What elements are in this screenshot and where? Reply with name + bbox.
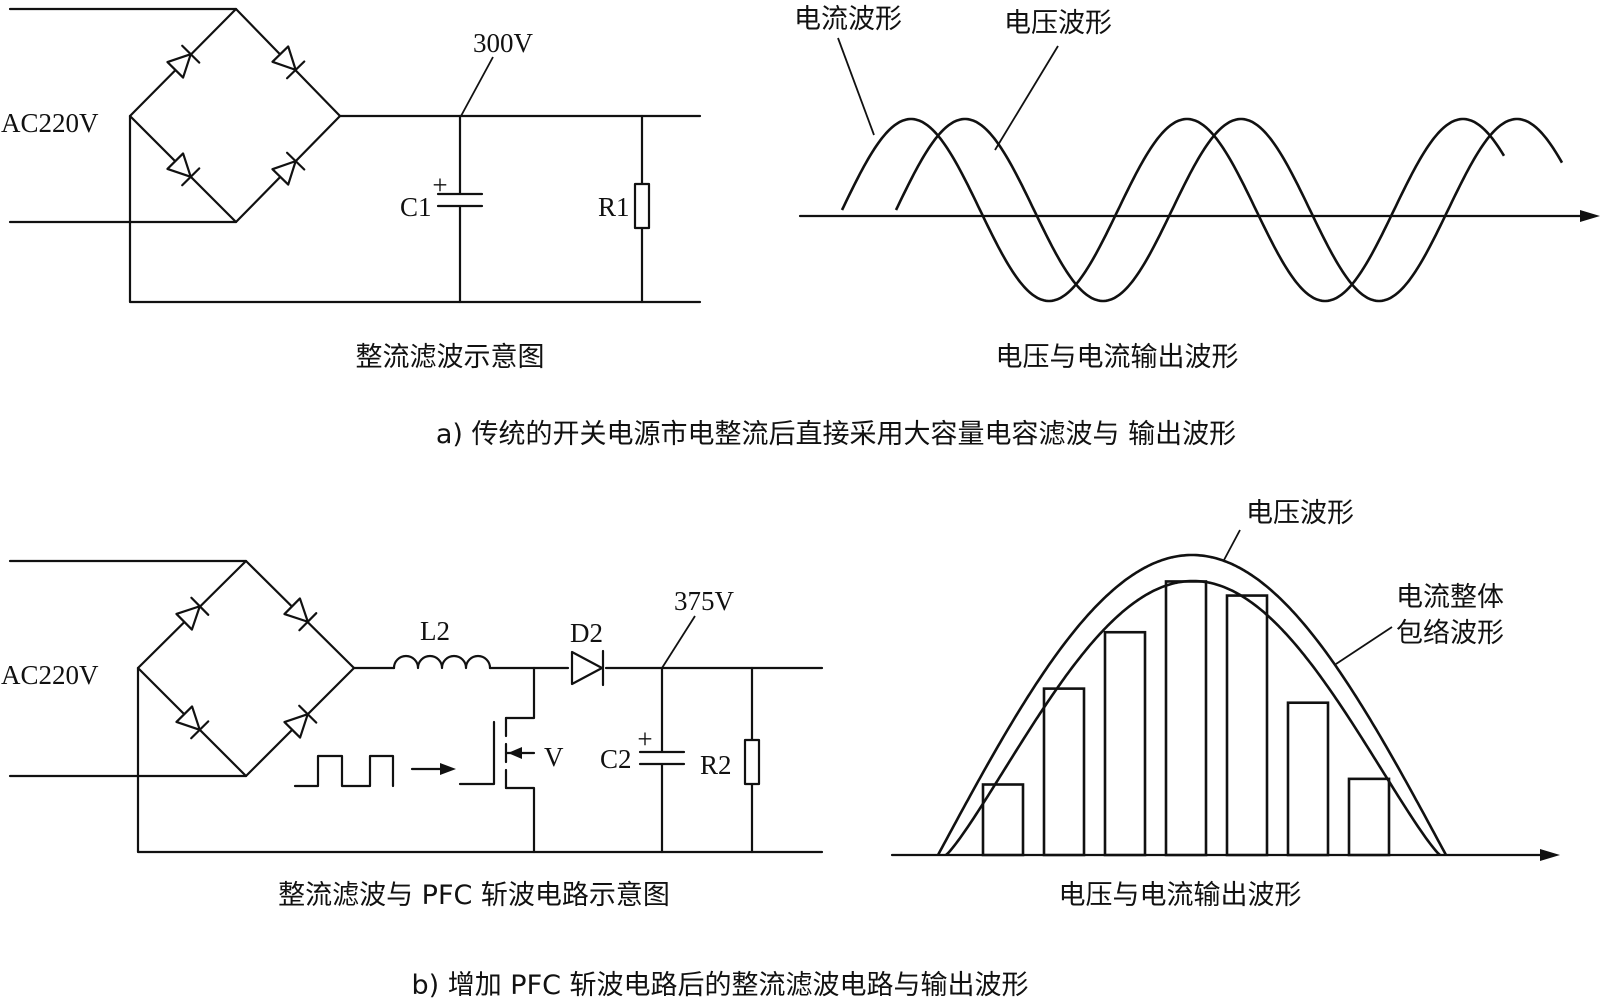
resistor-r2-body [743, 738, 761, 786]
capacitor-c2 [638, 666, 686, 854]
resistor-r1-label: R1 [598, 192, 630, 222]
bridge-diode-b2 [283, 597, 318, 632]
voltage-waveform-a [894, 117, 1564, 303]
current-bars-b [981, 580, 1391, 857]
mosfet-v-label: V [544, 742, 564, 772]
mosfet-v [458, 666, 536, 854]
circuit-caption-b: 整流滤波与 PFC 斩波电路示意图 [278, 880, 670, 911]
circuit-a: + C1 R1 300V AC220V 整流滤波示意图 [1, 7, 702, 373]
axis-arrow-b [1540, 849, 1560, 861]
voltage-waveform-b [936, 553, 1448, 856]
node-voltage-a: 300V [473, 28, 534, 58]
node-voltage-leader-a [460, 56, 494, 117]
capacitor-c1 [436, 114, 484, 304]
gate-pulse-signal [293, 754, 395, 788]
inductor-l2 [392, 654, 492, 670]
envelope-label-line2-b: 包络波形 [1396, 618, 1504, 649]
diode-d2 [570, 649, 605, 687]
bridge-diode-b3 [175, 705, 210, 740]
node-voltage-b: 375V [674, 586, 735, 616]
capacitor-c1-label: C1 [400, 192, 432, 222]
circuit-caption-a: 整流滤波示意图 [356, 342, 545, 373]
waveform-a: 电流波形 电压波形 电压与电流输出波形 [794, 4, 1600, 373]
waveform-caption-b: 电压与电流输出波形 [1059, 880, 1302, 911]
bridge-diode-b4 [283, 704, 318, 739]
bridge-rectifier-b [136, 559, 356, 778]
capacitor-c2-polarity: + [637, 724, 652, 754]
current-bar [1347, 777, 1391, 857]
bridge-rectifier-a [128, 7, 342, 224]
input-label-b: AC220V [1, 660, 99, 690]
current-bar [1042, 687, 1086, 857]
voltage-waveform-label-a: 电压波形 [1004, 8, 1112, 39]
resistor-r1-body [633, 182, 651, 230]
current-waveform-label-a: 电流波形 [794, 4, 902, 35]
voltage-label-leader-a [994, 45, 1059, 151]
inductor-l2-label: L2 [420, 616, 450, 646]
gate-signal-arrowhead [440, 763, 456, 775]
negative-rail-b [136, 666, 824, 854]
resistor-r2-label: R2 [700, 750, 732, 780]
negative-rail-a [128, 114, 702, 304]
voltage-waveform-label-b: 电压波形 [1246, 498, 1354, 529]
node-voltage-leader-b [661, 615, 696, 669]
waveform-b: 电压波形 电流整体 包络波形 电压与电流输出波形 [890, 498, 1560, 911]
current-bar [1225, 594, 1269, 857]
waveform-caption-a: 电压与电流输出波形 [996, 342, 1239, 373]
current-bar [1164, 580, 1208, 857]
figure-caption-b: b) 增加 PFC 斩波电路后的整流滤波电路与输出波形 [411, 970, 1028, 1001]
current-envelope-b [945, 579, 1441, 856]
current-label-leader-a [837, 37, 875, 136]
envelope-label-line1-b: 电流整体 [1396, 582, 1504, 613]
input-label-a: AC220V [1, 108, 99, 138]
current-waveform-a [840, 117, 1506, 303]
current-bar [1103, 630, 1147, 857]
circuit-b: L2 D2 375V V + C2 R2 AC220V 整 [1, 559, 824, 911]
bridge-diode-b1 [175, 596, 210, 631]
diode-d2-label: D2 [570, 618, 603, 648]
voltage-label-leader-b [1223, 529, 1241, 561]
current-bar [1286, 701, 1330, 857]
bridge-diode-a1 [166, 44, 201, 79]
current-bar [981, 783, 1025, 857]
axis-arrow-a [1580, 210, 1600, 222]
bridge-diode-a2 [271, 45, 306, 80]
bridge-diode-a4 [271, 151, 306, 186]
bridge-diode-a3 [166, 152, 201, 187]
capacitor-c1-polarity: + [432, 170, 447, 200]
envelope-label-leader-b [1335, 626, 1393, 665]
figure-caption-a: a) 传统的开关电源市电整流后直接采用大容量电容滤波与 输出波形 [436, 419, 1236, 450]
capacitor-c2-label: C2 [600, 744, 632, 774]
